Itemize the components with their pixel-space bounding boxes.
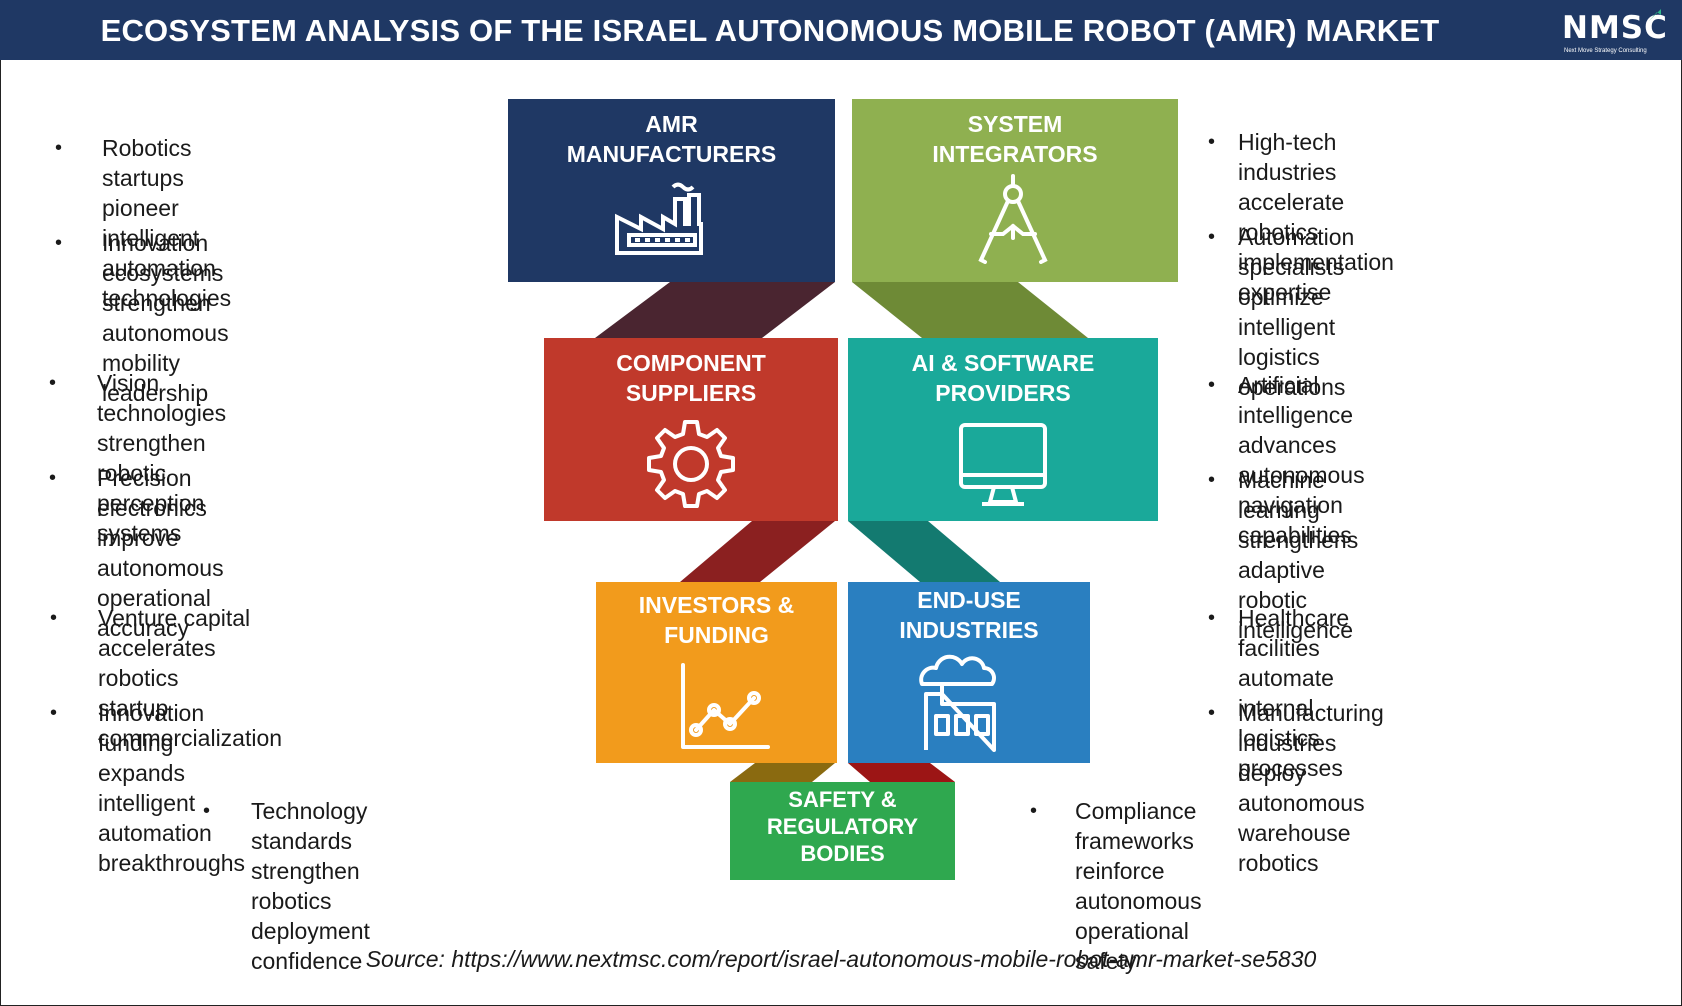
bullet-marker: • bbox=[50, 607, 58, 629]
bullet-marker: • bbox=[1030, 800, 1038, 822]
bullet-marker: • bbox=[49, 467, 57, 489]
bullet-marker: • bbox=[203, 800, 211, 822]
bullet-marker: • bbox=[1208, 469, 1216, 491]
logo-text: NMSC bbox=[1562, 10, 1668, 46]
safety-regulatory-label: SAFETY & REGULATORY BODIES bbox=[766, 787, 919, 866]
connector-integrators-ai bbox=[852, 282, 1088, 338]
bullet-text: Healthcare facilities automate internal … bbox=[1238, 605, 1350, 781]
investors-funding-label: INVESTORS & FUNDING bbox=[638, 592, 795, 648]
investors-funding-box: INVESTORS & FUNDING bbox=[596, 582, 837, 763]
amr-manufacturers-box: AMR MANUFACTURERS bbox=[508, 99, 835, 282]
bullet-text: Compliance frameworks reinforce autonomo… bbox=[1075, 798, 1202, 974]
header-bar: ECOSYSTEM ANALYSIS OF THE ISRAEL AUTONOM… bbox=[0, 0, 1682, 60]
amr-manufacturers-label: AMR MANUFACTURERS bbox=[566, 111, 777, 167]
connector-amr-component bbox=[595, 282, 835, 338]
bullet-marker: • bbox=[1208, 702, 1216, 724]
ai-software-box: AI & SOFTWARE PROVIDERS bbox=[848, 338, 1158, 521]
bullet-text: Artificial intelligence advances autonom… bbox=[1238, 372, 1365, 548]
page-title: ECOSYSTEM ANALYSIS OF THE ISRAEL AUTONOM… bbox=[100, 13, 1440, 48]
connector-enduse-safety bbox=[848, 763, 955, 782]
logo-tagline: Next Move Strategy Consulting bbox=[1564, 48, 1647, 54]
bullet-text: Technology standards strengthen robotics… bbox=[251, 798, 370, 974]
bullet-marker: • bbox=[1208, 374, 1216, 396]
bullet-text: Precision electronics improve autonomous… bbox=[97, 465, 224, 641]
line-chart-icon bbox=[681, 663, 770, 749]
component-suppliers-box: COMPONENT SUPPLIERS bbox=[544, 338, 838, 521]
bullet-marker: • bbox=[55, 137, 63, 159]
bullet-marker: • bbox=[1208, 226, 1216, 248]
safety-regulatory-box: SAFETY & REGULATORY BODIES bbox=[730, 782, 955, 880]
bullet-marker: • bbox=[50, 702, 58, 724]
bullet-marker: • bbox=[1208, 131, 1216, 153]
logo-arrow-icon bbox=[1649, 9, 1661, 21]
connector-component-investors bbox=[680, 521, 835, 582]
industry-icon bbox=[919, 654, 996, 752]
bullet-text: Machine learning strengthens adaptive ro… bbox=[1238, 467, 1359, 643]
end-use-box: END-USE INDUSTRIES bbox=[848, 582, 1090, 763]
nmsc-logo: NMSC Next Move Strategy Consulting bbox=[1562, 9, 1667, 54]
connector-investors-safety bbox=[730, 763, 835, 782]
bullet-text: Innovation ecosystems strengthen autonom… bbox=[102, 230, 229, 406]
factory-icon bbox=[615, 182, 703, 255]
system-integrators-label: SYSTEM INTEGRATORS bbox=[932, 111, 1098, 167]
component-suppliers-label: COMPONENT SUPPLIERS bbox=[616, 350, 766, 406]
bullet-marker: • bbox=[55, 232, 63, 254]
source-citation: Source: https://www.nextmsc.com/report/i… bbox=[365, 946, 1317, 972]
bullet-text: Manufacturing industries deploy autonomo… bbox=[1238, 700, 1384, 876]
end-use-label: END-USE INDUSTRIES bbox=[899, 587, 1039, 643]
bullet-text: Innovation funding expands intelligent a… bbox=[98, 700, 246, 876]
monitor-icon bbox=[959, 423, 1047, 506]
bullet-marker: • bbox=[49, 372, 57, 394]
bullet-text: Vision technologies strengthen robotic p… bbox=[97, 370, 227, 546]
bullet-text: Automation specialists optimize intellig… bbox=[1238, 224, 1355, 400]
bullet-marker: • bbox=[1208, 607, 1216, 629]
bullet-text: Robotics startups pioneer intelligent au… bbox=[102, 135, 232, 311]
bullet-text: High-tech industries accelerate robotics… bbox=[1238, 129, 1394, 305]
bullet-text: Venture capital accelerates robotics sta… bbox=[98, 605, 283, 751]
ai-software-label: AI & SOFTWARE PROVIDERS bbox=[911, 350, 1095, 406]
compass-icon bbox=[978, 174, 1048, 264]
gear-icon bbox=[647, 420, 735, 508]
system-integrators-box: SYSTEM INTEGRATORS bbox=[852, 99, 1178, 282]
connector-ai-enduse bbox=[848, 521, 1000, 582]
